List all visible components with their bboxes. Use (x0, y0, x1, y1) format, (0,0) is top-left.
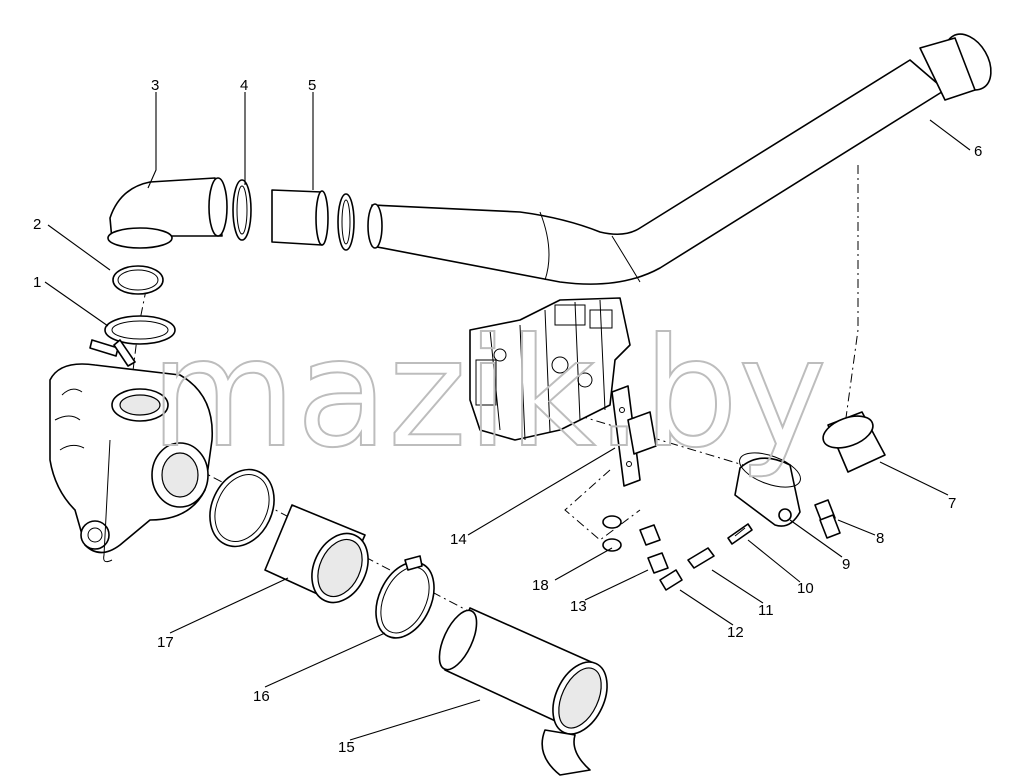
saddle-7 (822, 411, 886, 473)
sleeve-5 (271, 189, 329, 246)
callout-4: 4 (240, 77, 248, 94)
nut-11 (687, 547, 715, 569)
callout-labels: 1 2 3 4 5 6 7 8 9 10 11 12 13 14 15 16 1… (33, 77, 982, 756)
callout-18: 18 (532, 577, 549, 594)
centerline-fasteners (564, 469, 641, 541)
centerline-pipe-support (844, 165, 859, 426)
watermark: mazik.by (150, 307, 827, 481)
outlet-pipe-15 (438, 607, 608, 776)
rod-10 (727, 523, 753, 545)
callout-8: 8 (876, 530, 884, 547)
callout-13: 13 (570, 598, 587, 615)
washers-18 (602, 515, 622, 552)
callout-17: 17 (157, 634, 174, 651)
strap-band-9 (734, 452, 801, 527)
centerline-bracket (559, 409, 761, 471)
callout-3: 3 (151, 77, 159, 94)
bolts-8 (814, 499, 841, 539)
leader-lines (44, 92, 971, 741)
band-clamp-16 (375, 555, 435, 639)
nut-12 (659, 569, 683, 591)
bolts-13 (639, 524, 669, 574)
callout-14: 14 (450, 531, 467, 548)
turbocharger (49, 363, 214, 563)
elbow-3 (107, 177, 228, 249)
callout-16: 16 (253, 688, 270, 705)
clamp-ring-4 (232, 179, 252, 241)
callout-2: 2 (33, 216, 41, 233)
callout-5: 5 (308, 77, 316, 94)
engine-block (469, 297, 631, 441)
callout-9: 9 (842, 556, 850, 573)
band-clamp-17a (209, 468, 275, 548)
bracket-14 (611, 385, 657, 487)
clamp-ring-4b (337, 193, 355, 251)
v-clamp-1 (89, 315, 176, 367)
sleeve-17 (264, 504, 369, 604)
callout-7: 7 (948, 495, 956, 512)
gasket-2 (112, 265, 164, 295)
callout-12: 12 (727, 624, 744, 641)
callout-6: 6 (974, 143, 982, 160)
callout-11: 11 (758, 602, 774, 619)
callout-1: 1 (33, 274, 41, 291)
callout-15: 15 (338, 739, 355, 756)
callout-10: 10 (797, 580, 814, 597)
exhaust-pipe-6 (367, 33, 992, 285)
